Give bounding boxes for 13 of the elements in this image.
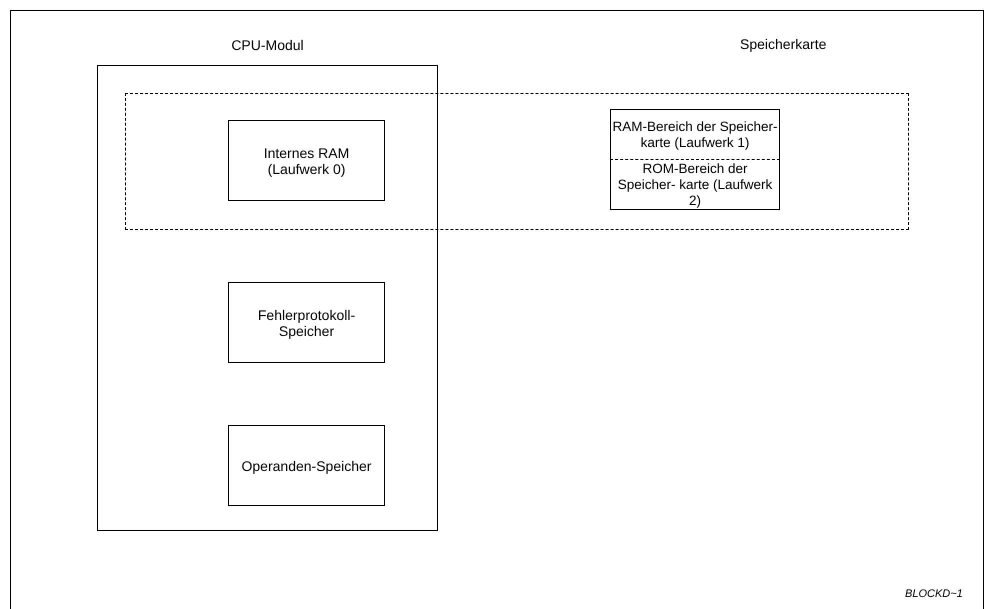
memory-box	[228, 282, 385, 363]
module-title: CPU-Modul	[230, 37, 305, 53]
box-label: Internes RAM (Laufwerk 0)	[262, 144, 350, 176]
column-title: Speicherkarte	[740, 36, 826, 52]
box-label: ROM-Bereich der Speicher- karte (Laufwerk 2)	[616, 160, 774, 208]
figure-code: BLOCKD~1	[905, 588, 963, 600]
box-label: Operanden-Speicher	[240, 458, 372, 474]
dashed-group-box	[125, 93, 909, 230]
box-label: Fehlerprotokoll- Speicher	[256, 306, 356, 338]
memory-box	[228, 120, 385, 201]
box-label: RAM-Bereich der Speicher- karte (Laufwerk 1)	[612, 118, 778, 150]
memory-area-box	[610, 109, 780, 159]
memory-box	[228, 425, 385, 506]
